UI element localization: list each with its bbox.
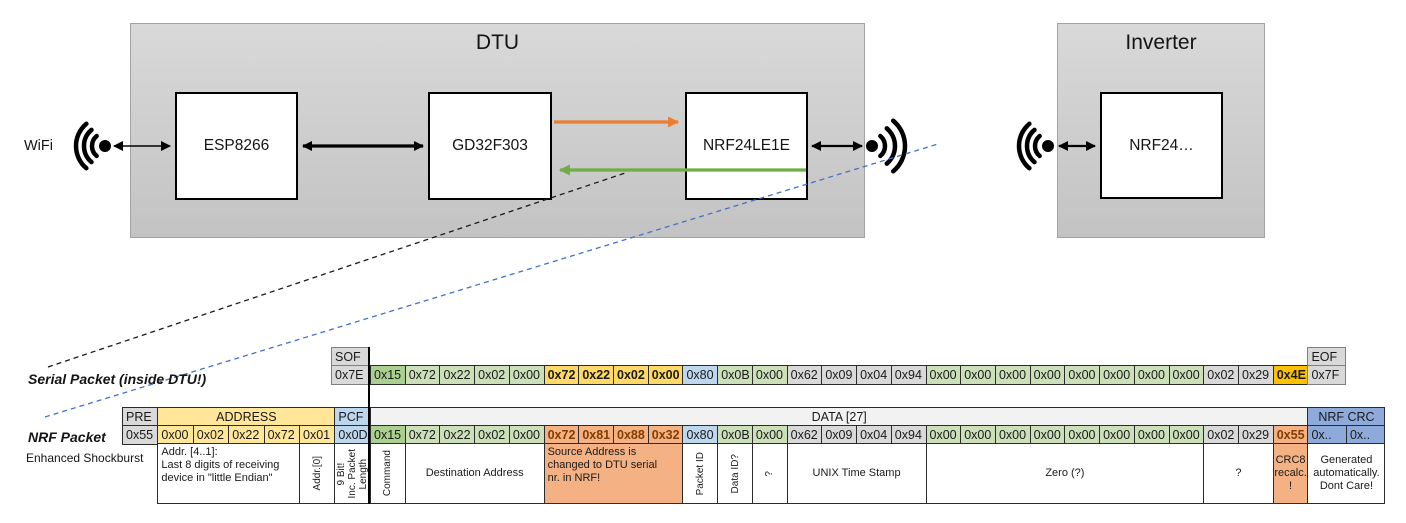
nrf-header-pcf: PCF	[334, 407, 371, 426]
annotation-cell: Source Address is changed to DTU serial …	[543, 443, 684, 504]
nrf-header-data-27-: DATA [27]	[370, 407, 1309, 426]
annotation-cell: Command	[370, 443, 406, 504]
serial-byte-cell: 0x72	[404, 365, 441, 385]
serial-byte-cell: 0x00	[925, 365, 962, 385]
annotation-cell: Zero (?)	[925, 443, 1205, 504]
nrf-byte-cell: 0x00	[508, 425, 545, 445]
nrf-byte-cell: 0x22	[439, 425, 476, 445]
nrf-byte-cell: 0x72	[404, 425, 441, 445]
serial-byte-cell: 0x94	[890, 365, 927, 385]
serial-byte-cell: 0x00	[994, 365, 1031, 385]
nrf-byte-cell: 0x81	[578, 425, 615, 445]
nrf-byte-cell: 0x00	[1099, 425, 1135, 445]
serial-byte-cell: 0x22	[439, 365, 476, 385]
nrf-byte-cell: 0x32	[647, 425, 684, 445]
annotation-cell: CRC8 recalc. !	[1272, 443, 1309, 504]
nrf-byte-cell: 0x72	[263, 425, 300, 445]
nrf-byte-cell: 0x01	[299, 425, 336, 445]
nrf-byte-cell: 0x62	[786, 425, 823, 445]
nrf-byte-cell: 0x00	[1168, 425, 1205, 445]
serial-byte-cell: 0x0B	[717, 365, 753, 385]
serial-byte-cell: 0x09	[821, 365, 858, 385]
annotation-cell: UNIX Time Stamp	[786, 443, 927, 504]
nrf-byte-cell: 0x02	[474, 425, 510, 445]
serial-sof-header: SOF	[331, 347, 370, 366]
serial-eof-header: EOF	[1307, 347, 1347, 366]
nrf-byte-cell: 0x88	[613, 425, 649, 445]
annotation-cell: ?	[751, 443, 788, 504]
enhanced-shockburst-label: Enhanced Shockburst	[26, 451, 144, 465]
nrf-byte-cell: 0x94	[890, 425, 927, 445]
annotation-cell: Packet ID	[682, 443, 719, 504]
serial-byte-cell: 0x22	[578, 365, 615, 385]
nrf-header-pre: PRE	[122, 407, 159, 426]
nrf-header-address: ADDRESS	[157, 407, 336, 426]
serial-byte-cell: 0x00	[1133, 365, 1170, 385]
serial-byte-cell: 0x02	[474, 365, 510, 385]
nrf-byte-cell: 0x..	[1345, 425, 1386, 445]
nrf-byte-cell: 0x02	[192, 425, 230, 445]
inverter-nrf24-box: NRF24…	[1100, 92, 1223, 199]
serial-byte-cell: 0x15	[370, 365, 406, 385]
serial-byte-cell: 0x00	[508, 365, 545, 385]
serial-byte-cell: 0x72	[543, 365, 580, 385]
annotation-cell: Data ID?	[717, 443, 753, 504]
nrf-byte-cell: 0x80	[682, 425, 719, 445]
inverter-box: Inverter	[1057, 23, 1265, 238]
nrf-byte-cell: 0x00	[1064, 425, 1101, 445]
nrf-byte-cell: 0x04	[856, 425, 892, 445]
nrf-byte-cell: 0x22	[228, 425, 265, 445]
serial-byte-cell: 0x02	[613, 365, 649, 385]
serial-byte-cell: 0x04	[856, 365, 892, 385]
data-start-divider	[368, 347, 371, 504]
serial-byte-cell: 0x00	[1029, 365, 1066, 385]
nrf-header-nrf-crc: NRF CRC	[1307, 407, 1386, 426]
nrf-byte-cell: 0x00	[1029, 425, 1066, 445]
nrf-byte-cell: 0x..	[1307, 425, 1347, 445]
dtu-title: DTU	[475, 31, 520, 54]
nrf-byte-cell: 0x00	[925, 425, 962, 445]
annotation-cell: Destination Address	[404, 443, 545, 504]
nrf-byte-cell: 0x00	[994, 425, 1031, 445]
annotation-cell: Addr.[0]	[299, 443, 336, 504]
nrf-byte-cell: 0x72	[543, 425, 580, 445]
serial-byte-cell: 0x00	[960, 365, 996, 385]
serial-byte-cell: 0x00	[1168, 365, 1205, 385]
serial-byte-cell: 0x02	[1203, 365, 1239, 385]
nrf-byte-cell: 0x55	[122, 425, 159, 445]
nrf-byte-cell: 0x00	[751, 425, 788, 445]
inverter-nrf24-label: NRF24…	[1129, 136, 1194, 154]
inverter-title: Inverter	[1125, 31, 1197, 54]
serial-byte-cell: 0x00	[1099, 365, 1135, 385]
serial-eof-value: 0x7F	[1307, 365, 1347, 385]
serial-byte-cell: 0x29	[1238, 365, 1274, 385]
serial-sof-value: 0x7E	[331, 365, 370, 385]
nrf-byte-cell: 0x02	[1203, 425, 1239, 445]
nrf-byte-cell: 0x0DA	[334, 425, 371, 445]
serial-byte-cell: 0x00	[647, 365, 684, 385]
annotation-cell: Generated automatically. Dont Care!	[1307, 443, 1386, 504]
nrf-byte-cell: 0x00	[1133, 425, 1170, 445]
nrf-byte-cell: 0x15	[370, 425, 406, 445]
annotation-cell: ?	[1203, 443, 1274, 504]
serial-byte-cell: 0x80	[682, 365, 719, 385]
nrf-packet-label: NRF Packet	[28, 429, 106, 445]
serial-byte-cell: 0x4E	[1272, 365, 1309, 385]
serial-byte-cell: 0x62	[786, 365, 823, 385]
serial-byte-cell: 0x00	[751, 365, 788, 385]
nrf-byte-cell: 0x09	[821, 425, 858, 445]
nrf-byte-cell: 0x00	[960, 425, 996, 445]
annotation-cell: 9 Bit! Inc. Packet Length	[334, 443, 371, 504]
nrf-byte-cell: 0x55	[1272, 425, 1309, 445]
serial-byte-cell: 0x00	[1064, 365, 1101, 385]
serial-packet-label: Serial Packet (inside DTU!)	[28, 371, 207, 387]
annotation-cell: Addr. [4..1]: Last 8 digits of receiving…	[157, 443, 300, 504]
nrf-byte-cell: 0x0B	[717, 425, 753, 445]
nrf-byte-cell: 0x29	[1238, 425, 1274, 445]
nrf-byte-cell: 0x00	[157, 425, 194, 445]
